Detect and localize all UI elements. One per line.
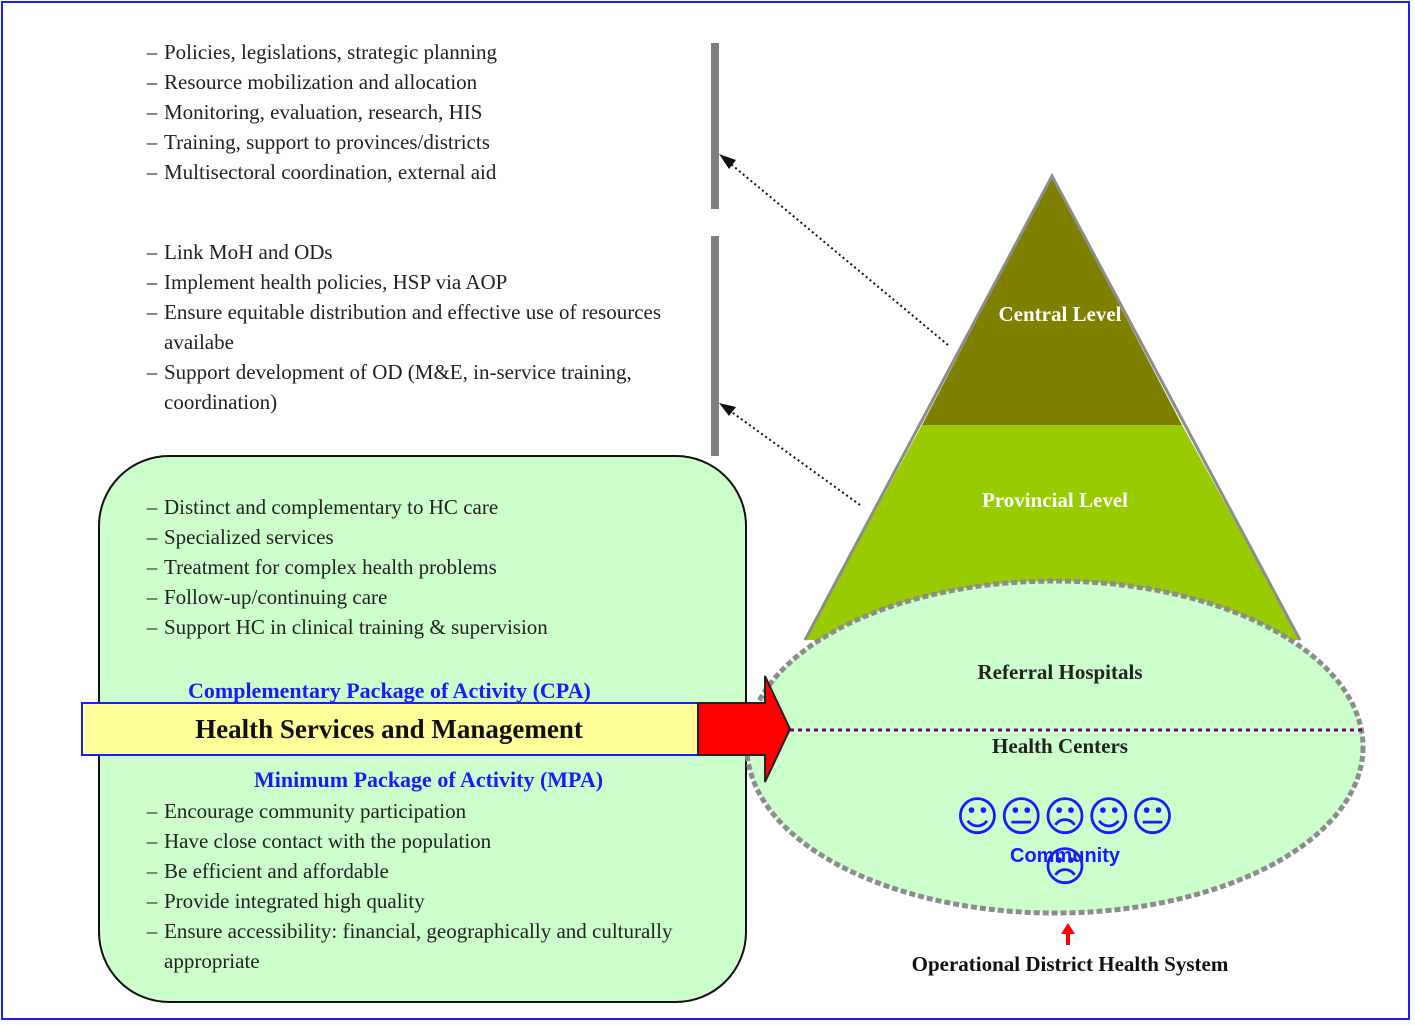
- provincial-pointer-arrowhead: [719, 403, 736, 416]
- provincial-level-responsibilities: –Link MoH and ODs–Implement health polic…: [140, 237, 700, 417]
- list-item-text: Policies, legislations, strategic planni…: [164, 40, 498, 64]
- list-item: –Be efficient and affordable: [140, 856, 700, 886]
- list-item-text: Specialized services: [164, 525, 334, 549]
- central-level-triangle: [922, 176, 1182, 425]
- list-item-text: Encourage community participation: [164, 799, 467, 823]
- dash-bullet: –: [146, 270, 158, 294]
- list-item-text: Treatment for complex health problems: [164, 555, 497, 579]
- operational-district-label: Operational District Health System: [911, 952, 1229, 976]
- list-item: –Have close contact with the population: [140, 826, 700, 856]
- list-item: –Follow-up/continuing care: [140, 582, 700, 612]
- list-item: –Distinct and complementary to HC care: [140, 492, 700, 522]
- central-pointer-arrowhead: [719, 154, 736, 169]
- list-item: –Ensure accessibility: financial, geogra…: [140, 916, 700, 976]
- dash-bullet: –: [146, 70, 158, 94]
- list-item: –Implement health policies, HSP via AOP: [140, 267, 700, 297]
- dash-bullet: –: [146, 585, 158, 609]
- list-item-text: Ensure accessibility: financial, geograp…: [164, 919, 673, 973]
- dash-bullet: –: [146, 859, 158, 883]
- dash-bullet: –: [146, 799, 158, 823]
- mpa-responsibilities: –Encourage community participation–Have …: [140, 796, 700, 976]
- central-level-responsibilities: –Policies, legislations, strategic plann…: [140, 37, 700, 187]
- provincial-level-label: Provincial Level: [981, 488, 1128, 512]
- list-item: –Ensure equitable distribution and effec…: [140, 297, 700, 357]
- odhs-arrow-head: [1061, 923, 1075, 934]
- provincial-pointer-line: [725, 407, 861, 506]
- dash-bullet: –: [146, 555, 158, 579]
- list-item: –Provide integrated high quality: [140, 886, 700, 916]
- list-item: –Training, support to provinces/district…: [140, 127, 700, 157]
- referral-hospitals-label: Referral Hospitals: [977, 660, 1143, 684]
- dash-bullet: –: [146, 300, 158, 324]
- health-services-arrow-body: [81, 702, 699, 756]
- community-label: Community: [1010, 845, 1120, 867]
- community-faces-icon: ☺😐☹☺😐☹: [955, 792, 1175, 891]
- list-item: –Treatment for complex health problems: [140, 552, 700, 582]
- list-item: –Specialized services: [140, 522, 700, 552]
- dash-bullet: –: [146, 829, 158, 853]
- dash-bullet: –: [146, 360, 158, 384]
- dash-bullet: –: [146, 919, 158, 943]
- list-item: –Support development of OD (M&E, in-serv…: [140, 357, 700, 417]
- list-item-text: Distinct and complementary to HC care: [164, 495, 499, 519]
- health-services-label: Health Services and Management: [195, 714, 583, 744]
- cpa-title: Complementary Package of Activity (CPA): [188, 678, 591, 703]
- provincial-bracket-bar: [711, 236, 719, 456]
- dash-bullet: –: [146, 240, 158, 264]
- dash-bullet: –: [146, 160, 158, 184]
- central-pointer-line: [725, 159, 949, 346]
- list-item: –Resource mobilization and allocation: [140, 67, 700, 97]
- mpa-title: Minimum Package of Activity (MPA): [254, 767, 604, 792]
- health-services-arrow-head: [697, 675, 792, 783]
- list-item-text: Be efficient and affordable: [164, 859, 389, 883]
- list-item-text: Follow-up/continuing care: [164, 585, 388, 609]
- health-centers-label: Health Centers: [992, 734, 1128, 758]
- dash-bullet: –: [146, 40, 158, 64]
- dash-bullet: –: [146, 130, 158, 154]
- dash-bullet: –: [146, 525, 158, 549]
- list-item-text: Training, support to provinces/districts: [164, 130, 490, 154]
- list-item-text: Provide integrated high quality: [164, 889, 425, 913]
- list-item: –Monitoring, evaluation, research, HIS: [140, 97, 700, 127]
- list-item-text: Multisectoral coordination, external aid: [164, 160, 497, 184]
- list-item: –Encourage community participation: [140, 796, 700, 826]
- dash-bullet: –: [146, 100, 158, 124]
- pyramid-outline: [803, 172, 1302, 641]
- list-item-text: Support development of OD (M&E, in-servi…: [164, 360, 632, 414]
- list-item-text: Ensure equitable distribution and effect…: [164, 300, 662, 354]
- list-item: –Multisectoral coordination, external ai…: [140, 157, 700, 187]
- list-item-text: Monitoring, evaluation, research, HIS: [164, 100, 483, 124]
- dash-bullet: –: [146, 615, 158, 639]
- dash-bullet: –: [146, 889, 158, 913]
- list-item-text: Implement health policies, HSP via AOP: [164, 270, 508, 294]
- cpa-responsibilities: –Distinct and complementary to HC care–S…: [140, 492, 700, 642]
- list-item: –Support HC in clinical training & super…: [140, 612, 700, 642]
- list-item-text: Link MoH and ODs: [164, 240, 333, 264]
- provincial-level-trapezoid: [805, 425, 1300, 640]
- list-item-text: Support HC in clinical training & superv…: [164, 615, 548, 639]
- dash-bullet: –: [146, 495, 158, 519]
- central-level-label: Central Level: [998, 302, 1122, 326]
- list-item: –Link MoH and ODs: [140, 237, 700, 267]
- list-item-text: Have close contact with the population: [164, 829, 492, 853]
- central-bracket-bar: [711, 43, 719, 209]
- list-item: –Policies, legislations, strategic plann…: [140, 37, 700, 67]
- list-item-text: Resource mobilization and allocation: [164, 70, 478, 94]
